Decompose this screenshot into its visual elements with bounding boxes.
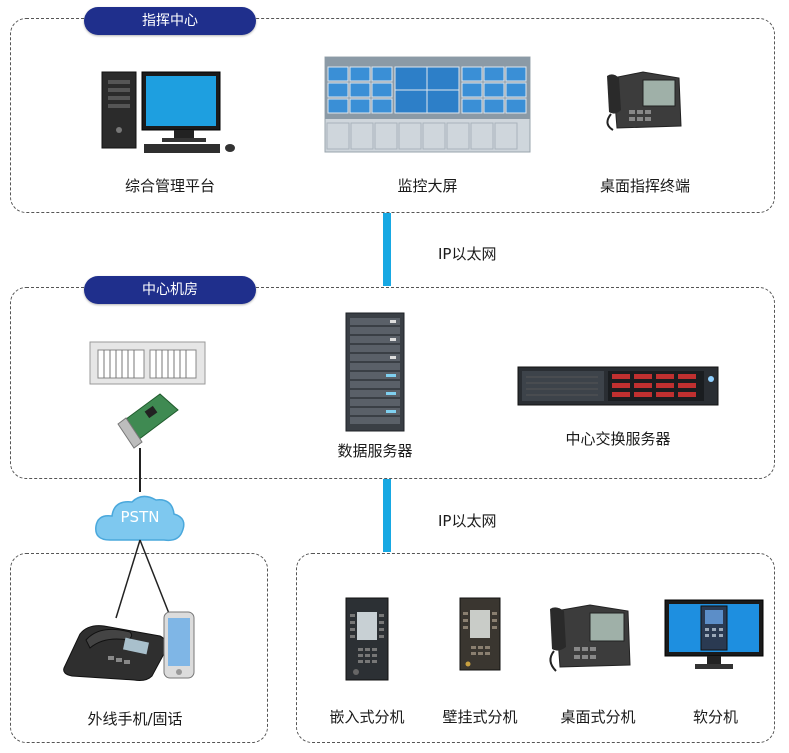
desk-extension-icon <box>549 604 631 672</box>
device-label: 中心交换服务器 <box>565 430 671 448</box>
device-label: 综合管理平台 <box>124 177 215 195</box>
video-wall-icon <box>324 56 531 153</box>
ethernet-label-bottom: IP以太网 <box>438 512 497 530</box>
device-label: 桌面式分机 <box>560 708 636 726</box>
phone-and-mobile-icon <box>63 611 195 681</box>
command-center-title: 指挥中心 <box>84 7 256 35</box>
ethernet-link-bottom <box>383 479 391 552</box>
rack-server-icon <box>517 366 719 406</box>
external-phones-group <box>10 553 268 743</box>
wall-extension-icon <box>459 597 501 671</box>
device-label: 外线手机/固话 <box>87 710 183 728</box>
extensions-group <box>296 553 775 743</box>
command-center-group <box>10 18 775 213</box>
pstn-cloud-icon <box>95 495 185 542</box>
embedded-extension-icon <box>345 597 389 681</box>
device-label: 嵌入式分机 <box>329 708 405 726</box>
desk-phone-icon <box>606 71 682 131</box>
device-label: 软分机 <box>692 708 738 726</box>
desktop-computer-icon <box>101 71 235 153</box>
device-label: 壁挂式分机 <box>442 708 518 726</box>
ethernet-label-top: IP以太网 <box>438 245 497 263</box>
device-label: 监控大屏 <box>397 177 458 195</box>
pstn-label: PSTN <box>120 508 160 526</box>
gateway-to-pstn-line <box>139 448 141 492</box>
device-label: 数据服务器 <box>337 442 413 460</box>
tower-server-icon <box>345 312 405 432</box>
ethernet-link-top <box>383 213 391 286</box>
device-label: 桌面指挥终端 <box>599 177 690 195</box>
gateway-card-icon <box>89 341 206 449</box>
server-room-title: 中心机房 <box>84 276 256 304</box>
soft-extension-icon <box>664 599 764 669</box>
server-room-group <box>10 287 775 479</box>
